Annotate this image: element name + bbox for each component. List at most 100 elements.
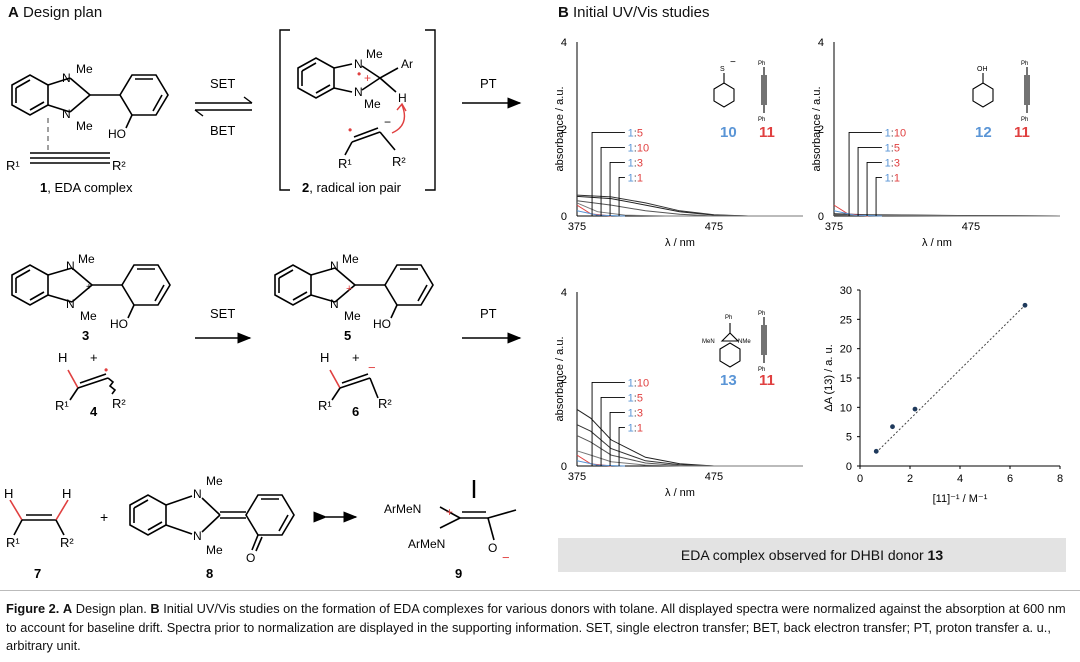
caption-divider [0, 590, 1080, 591]
legend-ratio-label: 1:3 [628, 157, 643, 169]
x-tick-label: 4 [957, 473, 963, 485]
svg-text:Me: Me [76, 62, 93, 76]
legend-ratio-label: 1:10 [628, 142, 649, 154]
svg-text:8: 8 [206, 566, 213, 581]
svg-text:R²: R² [112, 396, 126, 411]
legend-ratio-label: 1:1 [628, 172, 643, 184]
compound-2-structure [297, 57, 399, 156]
svg-text:Ph: Ph [758, 311, 765, 317]
compound-8-structure [129, 494, 295, 552]
svg-text:HO: HO [373, 317, 391, 331]
svg-text:−: − [730, 57, 736, 68]
svg-text:•: • [357, 67, 361, 81]
pt-arrow-label-1: PT [480, 76, 497, 91]
y-tick-label: 30 [840, 285, 852, 297]
x-tick-label: 375 [568, 221, 586, 233]
dhbi-tolane-structures: Ph MeN NMe Ph Ph [702, 311, 767, 373]
legend-callout-line [591, 382, 625, 466]
svg-text:1, EDA complex: 1, EDA complex [40, 180, 133, 195]
svg-text:N: N [66, 297, 75, 311]
legend-callout-line [609, 162, 625, 216]
svg-text:MeN: MeN [702, 339, 715, 345]
donor-label-13: 13 [720, 372, 737, 389]
svg-text:R¹: R¹ [6, 535, 20, 550]
compound-4-structure [67, 369, 117, 401]
y-tick-label: 20 [840, 344, 852, 356]
x-tick-label: 0 [857, 473, 863, 485]
panel-a-heading: A Design plan [8, 4, 103, 21]
svg-text:N: N [193, 529, 202, 543]
svg-text:N: N [354, 57, 363, 71]
y-tick-label: 2 [561, 374, 567, 386]
svg-text:+: + [364, 71, 371, 85]
y-tick-label: 4 [561, 37, 567, 49]
legend-callout-line [866, 162, 882, 216]
set-arrow-label: SET [210, 76, 235, 91]
donor-baseline-trace [833, 210, 882, 217]
x-axis-label: λ / nm [922, 237, 952, 249]
svg-text:R¹: R¹ [55, 398, 69, 413]
y-tick-label: 2 [818, 124, 824, 136]
svg-text:Ar: Ar [401, 57, 413, 71]
y-tick-label: 10 [840, 402, 852, 414]
x-axis-label: λ / nm [665, 487, 695, 499]
pt-arrow-label-2: PT [480, 306, 497, 321]
svg-text:H: H [62, 486, 71, 501]
acceptor-label-11a: 11 [759, 124, 775, 141]
legend-callout-line [591, 132, 625, 216]
legend-callout-line [600, 397, 625, 466]
svg-text:R¹: R¹ [318, 398, 332, 413]
svg-text:6: 6 [352, 404, 359, 419]
x-axis-label: [11]⁻¹ / M⁻¹ [933, 493, 988, 505]
spectrum-line [833, 214, 1060, 217]
svg-text:N: N [330, 259, 339, 273]
donor-label-10: 10 [720, 124, 737, 141]
legend-ratio-label: 1:1 [885, 172, 900, 184]
svg-text:R¹: R¹ [6, 158, 20, 173]
panel-a-schemes: Me N N Me HO R¹ R² 1, EDA complex SET BE… [4, 29, 522, 581]
spectrum-line [576, 202, 803, 217]
svg-text:H: H [58, 350, 67, 365]
svg-text:3: 3 [82, 328, 89, 343]
thiophenolate-tolane-structures: S − Ph Ph [713, 57, 767, 123]
svg-text:ArMeN: ArMeN [408, 537, 445, 551]
svg-text:N: N [62, 71, 71, 85]
x-tick-label: 8 [1057, 473, 1063, 485]
svg-text:Ph: Ph [725, 315, 732, 321]
svg-text:•: • [104, 363, 108, 377]
x-tick-label: 475 [705, 221, 723, 233]
svg-text:R¹: R¹ [338, 156, 352, 171]
data-point [873, 448, 879, 454]
y-axis-label: ΔA (13) / a. u. [823, 344, 835, 411]
legend-ratio-label: 1:10 [885, 127, 906, 139]
panel-b-heading: B Initial UV/Vis studies [558, 4, 710, 21]
x-tick-label: 375 [825, 221, 843, 233]
data-point [912, 406, 918, 412]
svg-text:H: H [320, 350, 329, 365]
svg-text:Me: Me [344, 309, 361, 323]
svg-text:S: S [720, 66, 725, 73]
y-tick-label: 0 [846, 461, 852, 473]
y-tick-label: 0 [818, 211, 824, 223]
svg-text:+: + [346, 283, 352, 295]
spectrum-line [576, 450, 803, 467]
figure-caption: Figure 2. A Design plan. B Initial UV/Vi… [6, 601, 1066, 653]
y-axis-label: absorbance / a.u. [555, 86, 566, 171]
donor-baseline-trace [576, 210, 625, 217]
svg-text:•: • [348, 123, 352, 137]
y-tick-label: 0 [561, 461, 567, 473]
compound-6-structure [329, 369, 379, 401]
legend-ratio-label: 1:1 [628, 422, 643, 434]
svg-text:Ph: Ph [758, 61, 765, 67]
svg-text:Ph: Ph [1021, 117, 1028, 123]
set-arrow-label-2: SET [210, 306, 235, 321]
donor-label-12: 12 [975, 124, 992, 141]
svg-text:Me: Me [206, 474, 223, 488]
legend-callout-line [618, 177, 625, 216]
svg-text:R²: R² [392, 154, 406, 169]
svg-text:Me: Me [206, 543, 223, 557]
